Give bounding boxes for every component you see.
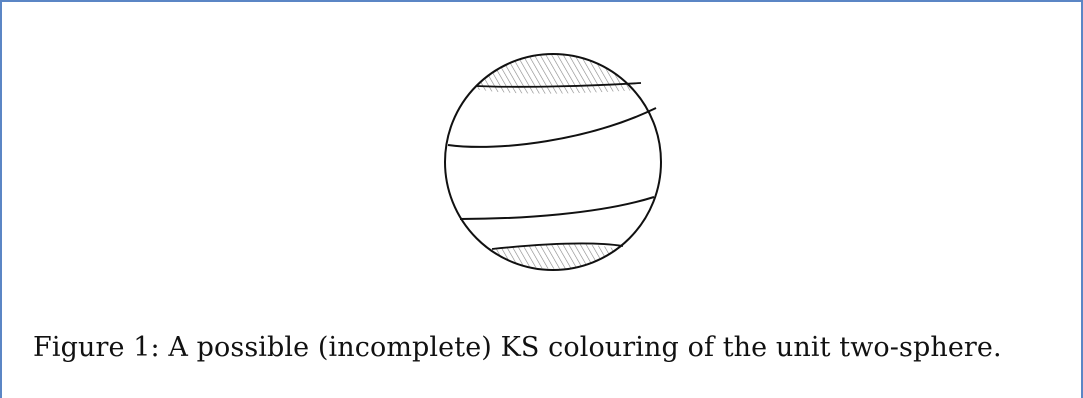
latitude-line-4 [491, 242, 624, 250]
latitude-line-1 [475, 82, 642, 88]
figure-caption: Figure 1: A possible (incomplete) KS col… [33, 332, 1002, 363]
latitude-line-3 [459, 196, 655, 220]
sphere-outline [444, 53, 662, 271]
bottom-cap-hatching [493, 243, 620, 269]
latitude-line-2 [447, 107, 657, 148]
